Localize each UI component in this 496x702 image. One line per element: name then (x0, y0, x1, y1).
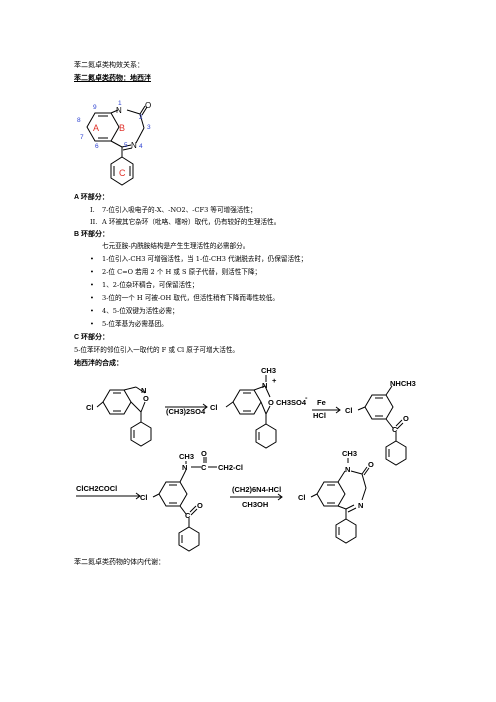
atom-label: O (368, 460, 374, 469)
ring-b-item: •1、2-位杂环稠合，可保留活性； (90, 281, 199, 289)
pos-4: 4 (139, 143, 143, 150)
pos-1: 1 (118, 100, 122, 107)
item-marker: I. (90, 206, 95, 214)
atom-label: CH3 (342, 449, 357, 458)
atom-label: O (403, 414, 409, 423)
atom-label: O (268, 398, 274, 407)
intro-line: 苯二氮卓类构效关系： (74, 61, 144, 69)
reagent-methanol: CH3OH (242, 500, 268, 509)
atom-label: O (197, 501, 203, 510)
pos-2: 2 (139, 114, 143, 121)
atom-label: CH3SO4 (276, 398, 307, 407)
ring-b-item: •1-位引入-CH3 可增强活性，当 1-位-CH3 代谢脱去时，仍保留活性； (90, 255, 308, 263)
atom-label: C (185, 511, 191, 520)
atom-label: N (262, 381, 267, 390)
atom-label: - (305, 393, 308, 402)
atom-label: N (182, 463, 187, 472)
atom-label: Cl (86, 403, 94, 412)
metabolism-heading: 苯二氮卓类药物的体内代谢： (74, 558, 165, 566)
ring-c-heading: C 环部分： (74, 334, 109, 341)
ring-b-item: •5-位苯基为必需基团。 (90, 320, 168, 328)
atom-label: Cl (140, 493, 148, 502)
atom-label: N (358, 501, 363, 510)
ring-c-text: 5-位苯环的邻位引入一取代的 F 或 Cl 原子可增大活性。 (74, 346, 240, 354)
atom-label: Cl (210, 403, 218, 412)
reagent-hcl: HCl (313, 411, 326, 420)
atom-label: C (392, 425, 398, 434)
diazepam-title: 苯二氮卓类药物：地西泮 (74, 75, 151, 82)
item-marker: II. (90, 218, 98, 226)
pos-5: 5 (124, 142, 128, 149)
reagent-dimethyl-sulfate: (CH3)2SO4 (166, 407, 206, 416)
ring-b-heading: B 环部分： (74, 231, 109, 238)
atom-label: C (201, 463, 207, 472)
atom-label: NHCH3 (390, 379, 416, 388)
atom-label: N (345, 465, 350, 474)
atom-label: O (143, 394, 149, 403)
pos-7: 7 (80, 134, 84, 141)
atom-label: + (272, 376, 277, 385)
ring-a-heading: A 环部分： (74, 194, 109, 201)
pos-3: 3 (147, 124, 151, 131)
atom-label: N (141, 386, 146, 395)
atom-label: CH3 (261, 366, 276, 375)
ring-label-c: C (119, 168, 126, 178)
atom-n4: N (131, 141, 137, 150)
ring-a-item: II.A 环被其它杂环（吡咯、噻吩）取代，仍有较好的生理活性。 (90, 218, 281, 226)
reagent-fe: Fe (317, 398, 326, 407)
pos-6: 6 (95, 143, 99, 150)
atom-label: Cl (345, 406, 353, 415)
pos-8: 8 (77, 117, 81, 124)
atom-o: O (145, 101, 151, 110)
atom-label: O (201, 449, 207, 458)
ring-b-item: •4、5-位双键为活性必需； (90, 307, 179, 315)
atom-label: CH3 (179, 452, 194, 461)
atom-label: Cl (298, 493, 306, 502)
ring-b-item: •2-位 C=O 若用 2 个 H 或 S 原子代替，则活性下降； (90, 268, 262, 276)
ring-a-item: I.7-位引入吸电子的-X、-NO2、-CF3 等可增强活性； (90, 206, 257, 214)
pos-9: 9 (93, 104, 97, 111)
atom-n1: N (116, 106, 122, 115)
ring-label-a: A (93, 123, 99, 133)
reagent-hexamine: (CH2)6N4-HCl (232, 485, 281, 494)
synthesis-heading: 地西泮的合成： (74, 360, 123, 367)
atom-label: CH2-Cl (218, 463, 243, 472)
ring-label-b: B (119, 123, 125, 133)
reagent-chloroacetyl-chloride: ClCH2COCl (76, 484, 117, 493)
ring-b-item: •3-位的一个 H 可被-OH 取代，但活性稍有下降而毒性较低。 (90, 294, 279, 302)
ring-b-intro: 七元亚胺-内酰胺结构是产生生理活性的必需部分。 (102, 242, 250, 250)
